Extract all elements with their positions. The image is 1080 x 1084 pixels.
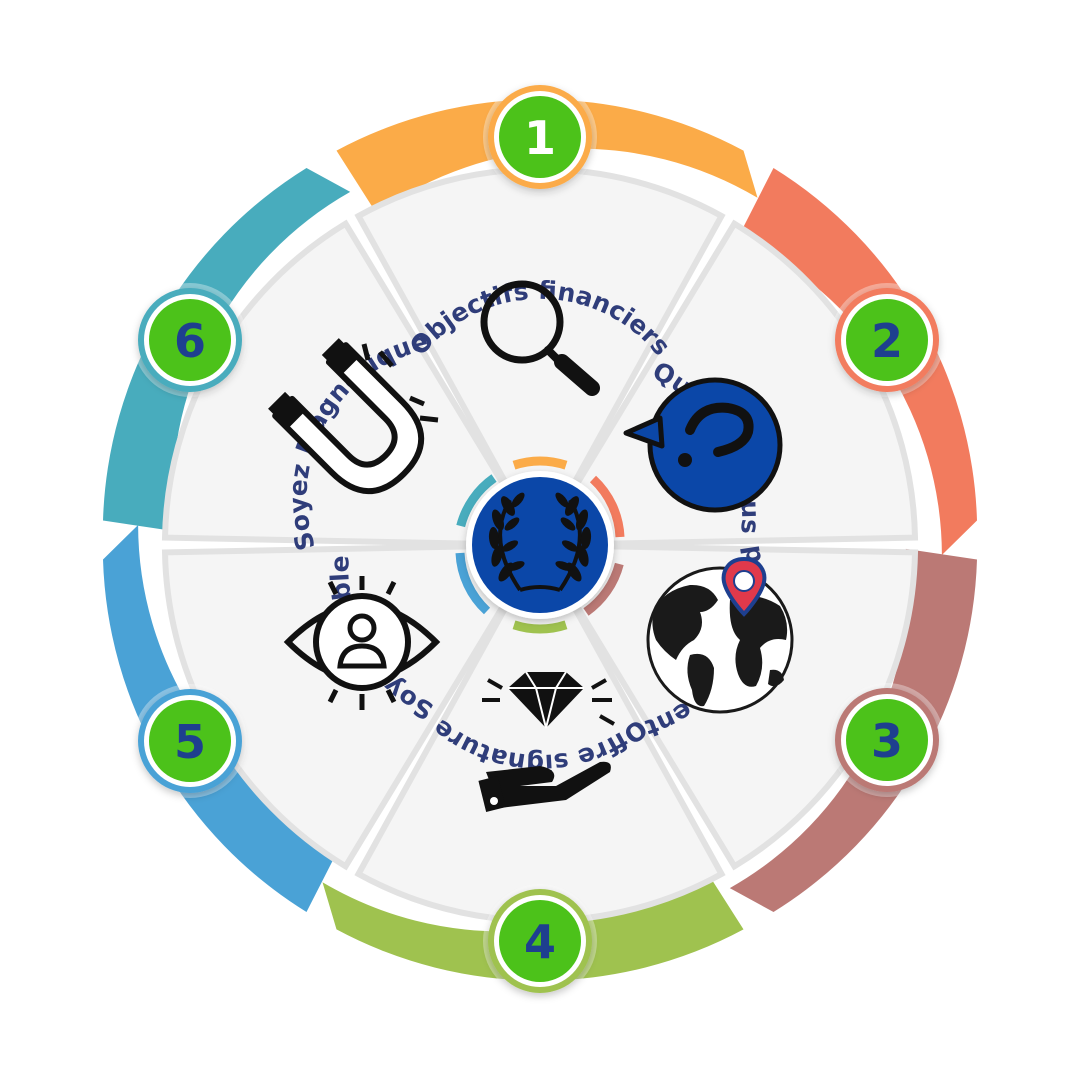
magnet-icon bbox=[268, 338, 439, 495]
diamond-hand-icon bbox=[478, 671, 615, 812]
step-1-arrow bbox=[336, 99, 758, 214]
step-3-number: 3 bbox=[871, 714, 903, 768]
step-1-badge: 1 bbox=[483, 80, 597, 194]
step-6-badge: 6 bbox=[133, 283, 247, 397]
step-4-arrow bbox=[322, 866, 744, 981]
step-5-number: 5 bbox=[174, 715, 206, 769]
step-5-badge: 5 bbox=[133, 684, 247, 798]
step-1-number: 1 bbox=[524, 111, 556, 165]
eye-person-icon bbox=[283, 576, 441, 710]
step-2-number: 2 bbox=[871, 314, 903, 368]
center-ring bbox=[455, 456, 625, 634]
step-4-number: 4 bbox=[524, 915, 556, 969]
step-3-arrow bbox=[729, 548, 977, 912]
step-2-badge: 2 bbox=[830, 283, 944, 397]
magnifier-icon bbox=[480, 280, 600, 396]
step-3-badge: 3 bbox=[830, 683, 944, 797]
globe-pin-icon bbox=[646, 556, 794, 714]
step-6-arrow bbox=[103, 168, 351, 532]
step-2-arrow bbox=[738, 168, 977, 555]
step-6-number: 6 bbox=[174, 314, 206, 368]
question-bubble-icon bbox=[623, 377, 783, 513]
laurel-wreath-icon bbox=[488, 492, 592, 592]
step-4-badge: 4 bbox=[483, 884, 597, 998]
